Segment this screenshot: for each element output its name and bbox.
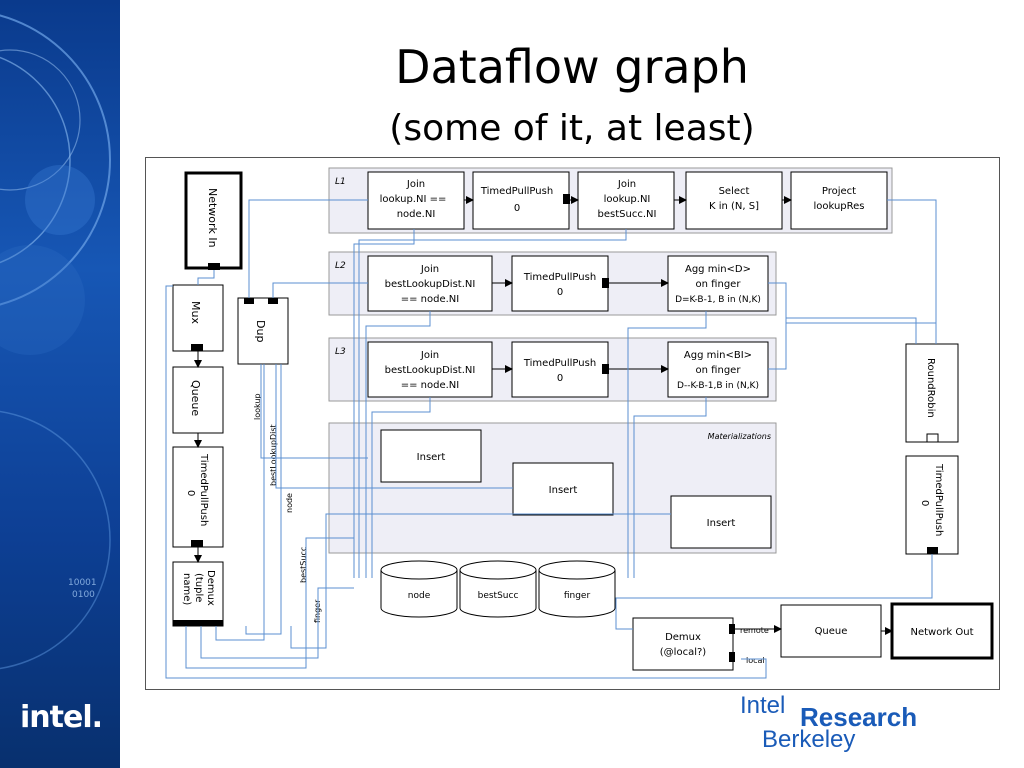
l3-timed-line2: 0 [557,373,563,384]
timed-right-value: 0 [919,500,930,506]
queue-left-box [172,366,224,434]
l1-join-box [367,171,465,230]
queue-left-label: Queue [189,380,202,416]
l1-join2-line2: lookup.NI [604,194,651,205]
demux-left-box [172,561,224,627]
table-finger-label: finger [564,591,591,601]
queue-bottom-box [780,604,882,658]
insert-label-2: Insert [549,485,578,496]
roundrobin-box [905,343,959,443]
timed-right-box [905,455,959,555]
timed-right-label: TimedPullPush [933,463,944,536]
brand-research: Research [800,702,918,732]
l3-join-box [367,341,493,398]
l1-timed-line2: 0 [514,203,520,214]
timed-left-value: 0 [185,490,196,496]
l1-join-line2: lookup.NI == [380,194,447,205]
l1-join-line3: node.NI [397,209,436,220]
network-in-label: Network In [206,188,219,248]
brand-intel: Intel [740,692,786,719]
l1-select-line1: Select [719,186,750,197]
l1-join-line1: Join [406,179,425,190]
demux-bottom-line1: Demux [665,632,701,643]
insert-label-1: Insert [417,452,446,463]
edge-label-lookup: lookup [253,393,262,420]
l2-agg-box [667,255,769,312]
edge-label-bestsucc: bestSucc [299,547,308,583]
l3-timed-line1: TimedPullPush [523,358,596,369]
insert-box-1 [380,429,482,483]
l2-join-line3: == node.NI [401,294,460,305]
rule-label-l2: L2 [335,261,346,271]
l2-timed-line1: TimedPullPush [523,272,596,283]
l2-agg-line1: Agg min<D> [685,264,751,275]
l1-select-box [685,171,783,230]
l2-timed-line2: 0 [557,287,563,298]
l3-join-line1: Join [420,350,439,361]
brand-berkeley: Berkeley [762,726,856,753]
l3-join-line3: == node.NI [401,380,460,391]
edge-label-remote: remote [740,626,769,635]
demux-left-line3: name) [181,573,192,605]
l1-join2-line1: Join [617,179,636,190]
l1-select-line2: K in (N, S] [709,201,759,212]
demux-bottom-box [632,617,734,671]
l1-join2-box [577,171,675,230]
dataflow-diagram: L1 L2 L3 Materializations Network In Mux… [145,157,1000,690]
roundrobin-label: RoundRobin [925,358,936,418]
l2-agg-line2: on finger [696,279,742,290]
slide-subtitle: (some of it, at least) [389,108,755,149]
l1-project-line1: Project [822,186,856,197]
table-bestsucc-label: bestSucc [478,591,519,601]
svg-text:0100: 0100 [72,590,95,600]
l2-join-box [367,255,493,312]
edge-label-bestlookupdist: bestLookupDist [269,424,278,486]
l1-project-box [790,171,888,230]
queue-bottom-label: Queue [815,626,848,637]
l2-join-line2: bestLookupDist.NI [385,279,476,290]
slide-title: Dataflow graph [395,40,749,94]
l2-timed-box [511,255,609,312]
l3-agg-line1: Agg min<BI> [684,350,752,361]
rule-label-materializations: Materializations [708,432,771,441]
insert-label-3: Insert [707,518,736,529]
l1-project-line2: lookupRes [813,201,864,212]
l1-timed-box [472,171,570,230]
demux-left-line1: Demux [205,570,216,606]
rule-label-l1: L1 [335,177,346,187]
l2-join-line1: Join [420,264,439,275]
timed-left-label: TimedPullPush [198,453,209,526]
svg-text:10001: 10001 [68,578,97,588]
timed-left-box [172,446,224,548]
l3-timed-box [511,341,609,398]
edge-label-node: node [285,493,294,513]
l1-timed-line1: TimedPullPush [480,186,553,197]
l2-agg-line3: D=K-B-1, B in (N,K) [675,295,761,305]
edge-label-local: local [746,656,765,665]
table-bestsucc: bestSucc [459,560,537,618]
rule-label-l3: L3 [335,347,346,357]
sidebar-decoration: 10001 0100 intel. [0,0,120,768]
dup-label: Dup [254,320,267,342]
l3-agg-line2: on finger [696,365,742,376]
mux-box [172,284,224,352]
l3-agg-line3: D--K-B-1,B in (N,K) [677,381,759,391]
dup-box [237,297,289,365]
l1-join2-line3: bestSucc.NI [598,209,657,220]
demux-left-line2: (tuple [193,573,204,602]
insert-box-2 [512,462,614,516]
l3-join-line2: bestLookupDist.NI [385,365,476,376]
table-node-label: node [408,591,431,601]
table-node: node [380,560,458,618]
network-out-label: Network Out [910,627,973,638]
demux-bottom-line2: (@local?) [660,647,707,658]
mux-label: Mux [189,301,202,324]
insert-box-3 [670,495,772,549]
table-finger: finger [538,560,616,618]
intel-logo: intel. [20,700,103,735]
